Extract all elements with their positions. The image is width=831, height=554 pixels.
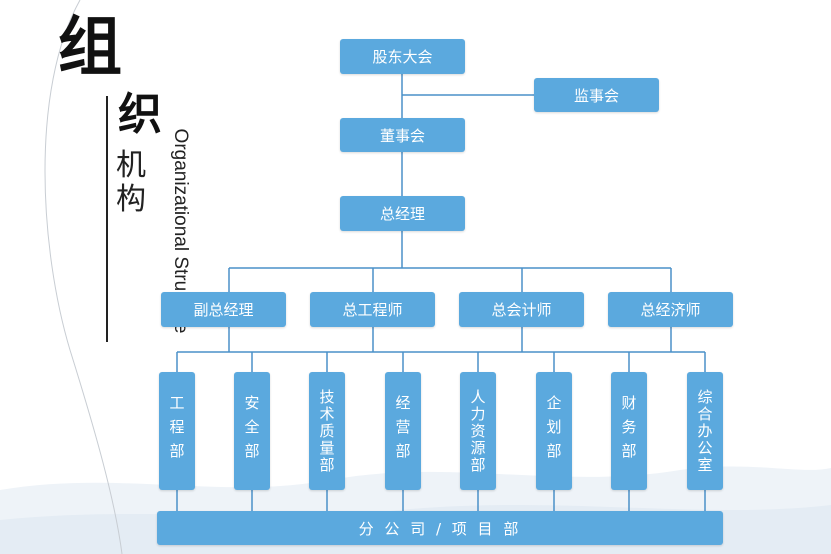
node-dept-business: 经营部 — [385, 372, 421, 490]
node-dept-planning: 企划部 — [536, 372, 572, 490]
node-board: 董事会 — [340, 118, 465, 152]
node-supervisors: 监事会 — [534, 78, 659, 112]
node-deputy-gm: 副总经理 — [161, 292, 286, 327]
node-dept-finance: 财务部 — [611, 372, 647, 490]
title-char-zhi: 织 — [118, 89, 162, 140]
connector-lines — [176, 74, 706, 511]
node-dept-safety: 安全部 — [234, 372, 270, 490]
node-dept-engineering: 工程部 — [159, 372, 195, 490]
title-char-gou: 构 — [116, 182, 146, 217]
title-char-zu: 组 — [58, 10, 122, 85]
node-general-manager: 总经理 — [340, 196, 465, 231]
node-chief-engineer: 总工程师 — [310, 292, 435, 327]
node-dept-hr: 人力资源部 — [460, 372, 496, 490]
node-shareholders: 股东大会 — [340, 39, 465, 74]
title-char-ji: 机 — [116, 148, 146, 183]
node-chief-economist: 总经济师 — [608, 292, 733, 327]
title-rule — [106, 96, 108, 342]
decorative-curve — [44, 0, 123, 554]
node-dept-general-office: 综合办公室 — [687, 372, 723, 490]
node-dept-tech-quality: 技术质量部 — [309, 372, 345, 490]
node-chief-accountant: 总会计师 — [459, 292, 584, 327]
node-branch-project: 分 公 司 / 项 目 部 — [157, 511, 723, 545]
